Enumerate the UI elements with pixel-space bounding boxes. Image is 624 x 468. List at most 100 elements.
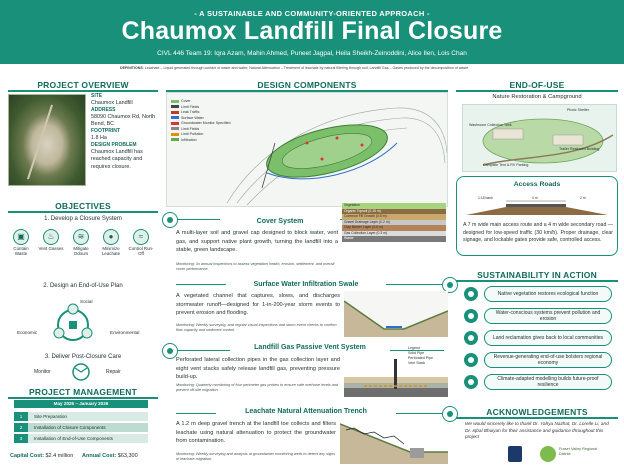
divider [456,280,618,282]
pm-num: 1 [14,412,28,421]
divider [456,417,618,419]
cover-monitoring: Monitoring: 3x annual inspections to ass… [176,262,335,272]
pm-num: 2 [14,423,28,432]
sustainability-item: Climate-adapted modelling builds future-… [484,374,612,390]
legend-item: Surface Water [171,116,231,122]
swale-title: Surface Water Infiltration Swale [226,281,386,288]
campground-plan: Picnic Shelter Washroom Collection Tank … [462,104,617,172]
address-value: 58090 Chaumox Rd, North Bend, BC [91,113,156,128]
cover-body: A multi-layer soil and gravel cap design… [176,230,338,254]
definitions-label: DEFINITIONS [120,66,143,70]
land-icon [464,331,478,345]
gas-monitoring: Monitoring: Quarterly monitoring of four… [176,383,339,393]
gas-vent-diagram [344,353,448,397]
annual-cost: Annual Cost: $63,300 [82,453,138,459]
cover-title: Cover System [220,218,340,225]
gas-body: Perforated lateral collection pipes in t… [176,357,340,381]
ubc-crest-logo [508,446,522,462]
section-marker-icon [162,343,178,359]
capital-value: $2.4 million [45,453,74,459]
legend-item: Limit Fields [171,105,231,111]
leaf-icon [464,287,478,301]
footprint-value: 1.8 Ha [91,135,107,142]
objective-3: 3. Deliver Post-Closure Care [44,354,122,360]
access-roads-panel [456,176,618,256]
design-title: DESIGN COMPONENTS [257,80,357,90]
legend-item: Groundwater Monitor Specified [171,121,231,127]
repair-label: Repair [106,369,121,375]
legend-label: Leak Traffic [181,110,200,115]
legend-item: Limit Pollution [171,132,231,138]
objective-1: 1. Develop a Closure System [44,216,122,222]
drop-icon: ● [103,229,119,245]
nose-icon: ≋ [73,229,89,245]
map-legend: Cover Limit Fields Leak Traffic Surface … [171,99,231,144]
legend-label: Limit Fields [181,104,200,109]
pm-text: Installation of End-of-Use Components [28,434,148,443]
pm-num: 3 [14,434,28,443]
overview-title: PROJECT OVERVIEW [37,80,129,90]
gas-legend-item: Perforated Pipe [408,356,433,361]
ack-title: ACKNOWLEDGEMENTS [486,407,588,417]
water-icon [464,309,478,323]
tagline: - A SUSTAINABLE AND COMMUNITY-ORIENTED A… [194,9,430,18]
road-dim: 2 m [580,196,586,200]
site-value: Chaumox Landfill [91,99,133,106]
cover-layer-diagram: Vegetation Organic Topsoil (0.15 m) Comm… [342,203,446,247]
capital-cost: Capital Cost: $2.4 million [10,453,73,459]
icon-label: Control Run-Off [128,246,154,256]
cover-layer: Gas Collection Layer (0.3 m) [342,230,446,236]
pm-text: Site Preparation [28,412,148,421]
definitions: DEFINITIONS: Leachate – Liquid generated… [120,66,469,70]
legend-label: Limit Fields [181,126,200,131]
legend-label: Cover [181,99,191,103]
revenue-icon [464,353,478,367]
sustainability-item: Water-conscious systems prevent pollutio… [484,308,612,324]
legend-label: Groundwater Monitor Specified [181,121,231,126]
fvrd-logo-text: Fraser Valley Regional District [559,447,598,456]
team-line: CIVL 446 Team 19: Iqra Azam, Mahin Ahmed… [157,50,467,57]
management-title: PROJECT MANAGEMENT [29,387,137,397]
divider [8,90,158,92]
end-of-use-title: END-OF-USE [509,80,565,90]
road-dim: 4 m [532,196,538,200]
poster-title: Chaumox Landfill Final Closure [121,17,503,45]
icon-label: Contain Waste [13,246,29,256]
legend-item: Cover [171,99,231,105]
capital-label: Capital Cost: [10,453,44,459]
divider [166,90,448,92]
problem-label: DESIGN PROBLEM [91,142,137,149]
road-dim: 1:18 bank [478,196,493,200]
swale-body: A vegetated channel that captures, slows… [176,293,340,317]
monitor-label: Monitor [34,369,51,375]
cover-layer: Clay Barrier Layer (0.6 m) [342,225,446,231]
swale-monitoring: Monitoring: Weekly surveying, and regula… [176,323,337,333]
end-of-use-subtitle: Nature Restoration & Campground [492,94,582,100]
cover-layer: Vegetation [342,203,446,209]
box-icon: ▣ [13,229,29,245]
footprint-label: FOOTPRINT [91,128,120,135]
icon-label: Vent Gasses [38,246,64,251]
objectives-title: OBJECTIVES [55,201,111,211]
vent-icon: ♨ [43,229,59,245]
environmental-label: Environmental [110,330,140,335]
social-label: Social [80,299,93,304]
climate-icon [464,375,478,389]
leachate-monitoring: Monitoring: Weekly surveying and analysi… [176,452,336,462]
gas-legend-item: Solid Pipe [408,351,425,356]
objective-2: 2. Design an End-of-Use Plan [43,283,123,289]
site-aerial-image [8,94,86,186]
legend-label: Limit Pollution [181,132,204,137]
gas-title: Landfill Gas Passive Vent System [230,344,390,351]
roads-body: A 7 m wide main access route and a 4 m w… [463,222,613,244]
campground-drawing [482,118,614,166]
icon-label: Minimize Leachate [101,246,121,256]
address-label: ADDRESS [91,107,116,114]
map-label: Washroom Collection Tank [469,123,512,127]
definitions-text: Leachate – Liquid generated through cont… [144,66,469,70]
map-label: Picnic Shelter [567,108,589,112]
section-marker-icon [162,212,178,228]
ack-body: We would sincerely like to thank Dr. Yah… [465,421,609,440]
